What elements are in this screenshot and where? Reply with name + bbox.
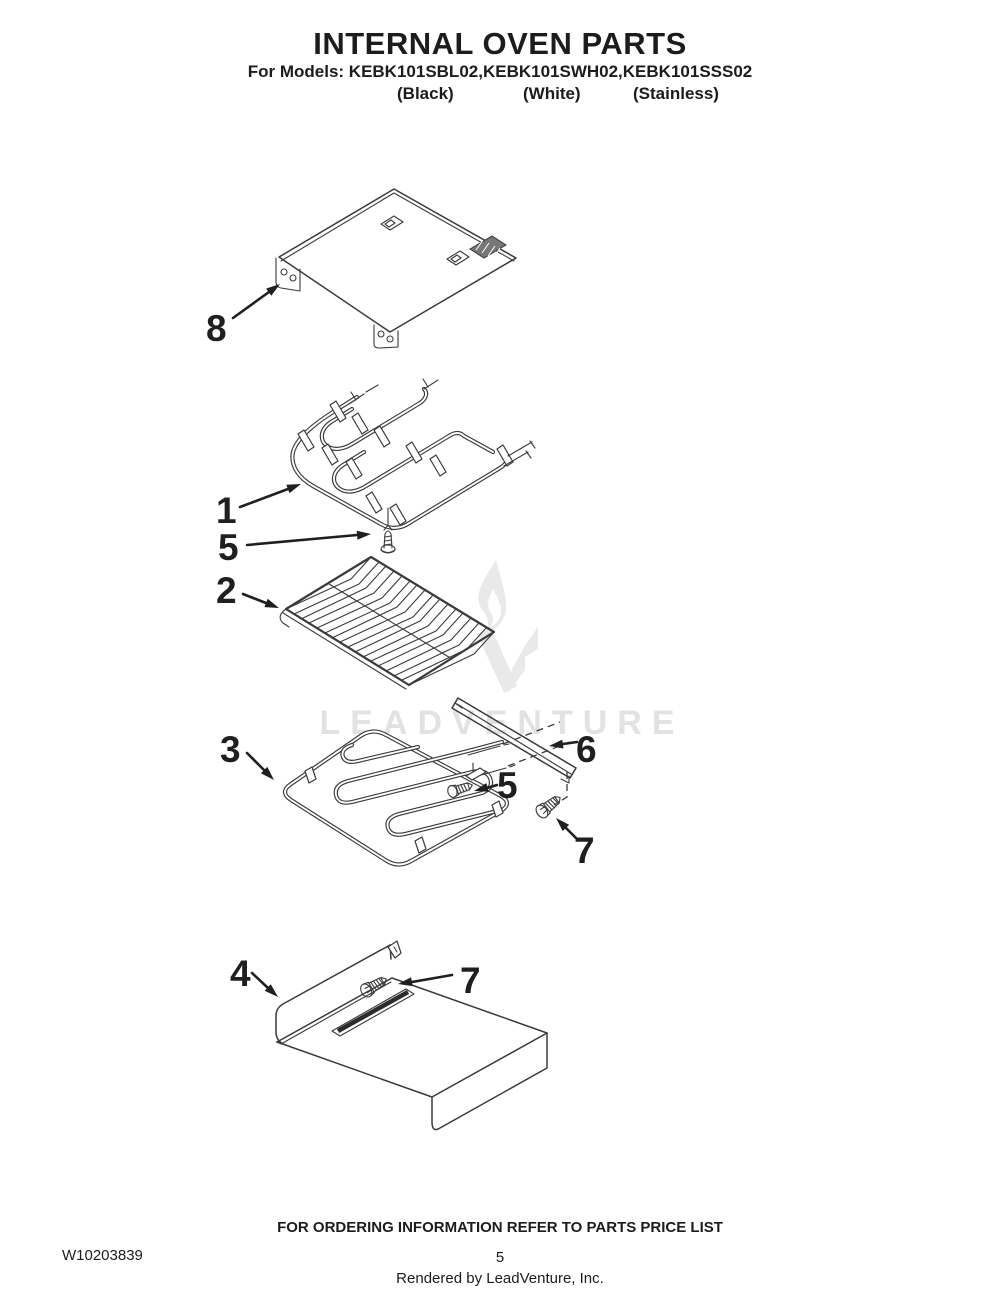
callout-1-arrow (238, 484, 301, 509)
vent-hatch (469, 235, 507, 259)
callout-7a-label: 7 (574, 830, 595, 871)
callout-8-label: 8 (206, 308, 227, 349)
callout-4-arrow (250, 971, 278, 997)
callout-5b-label: 5 (497, 765, 518, 806)
part-4-bottom-panel (275, 940, 548, 1131)
callout-5a-label: 5 (218, 527, 239, 568)
part-5-screw-a (380, 530, 396, 554)
vent-slot (331, 988, 415, 1037)
callout-7b-arrow (398, 973, 454, 987)
callout-8-arrow (231, 284, 280, 320)
document-number: W10203839 (62, 1247, 143, 1264)
callout-arrows (231, 284, 580, 997)
page-number: 5 (495, 1249, 505, 1266)
models-line: For Models: KEBK101SBL02,KEBK101SWH02,KE… (247, 62, 753, 81)
finish-black-label: (Black) (397, 84, 454, 103)
finish-stainless-label: (Stainless) (633, 84, 719, 103)
callout-2-arrow (241, 592, 279, 608)
callout-5a-arrow (245, 530, 371, 547)
ordering-note: FOR ORDERING INFORMATION REFER TO PARTS … (277, 1219, 723, 1236)
part-1-broil-element (290, 378, 536, 531)
part-5-screw-b (447, 782, 473, 798)
callout-7a-arrow (556, 818, 580, 842)
watermark-text: LEADVENTURE (319, 704, 684, 742)
rendered-by-credit: Rendered by LeadVenture, Inc. (396, 1270, 604, 1287)
callout-6-label: 6 (576, 729, 597, 770)
part-6-support-bar (451, 697, 577, 784)
callout-5b-arrow (474, 783, 499, 792)
callout-4-label: 4 (230, 953, 251, 994)
callout-6-arrow (549, 739, 579, 749)
part-8-oven-panel (275, 188, 517, 349)
callout-2-label: 2 (216, 570, 237, 611)
callout-7b-label: 7 (460, 960, 481, 1001)
part-2-oven-rack (279, 555, 496, 690)
leadventure-logo-watermark: LEADVENTURE (319, 560, 684, 742)
callout-3-arrow (245, 751, 274, 780)
callout-labels: 8 1 5 2 3 6 5 7 4 7 (206, 308, 597, 1001)
callout-3-label: 3 (220, 729, 241, 770)
part-7-screw-b (360, 976, 387, 998)
callout-1-label: 1 (216, 490, 237, 531)
part-7-screw-a (535, 796, 561, 819)
part-3-bake-element (282, 721, 571, 867)
finish-white-label: (White) (523, 84, 581, 103)
page-title: INTERNAL OVEN PARTS (313, 26, 687, 61)
